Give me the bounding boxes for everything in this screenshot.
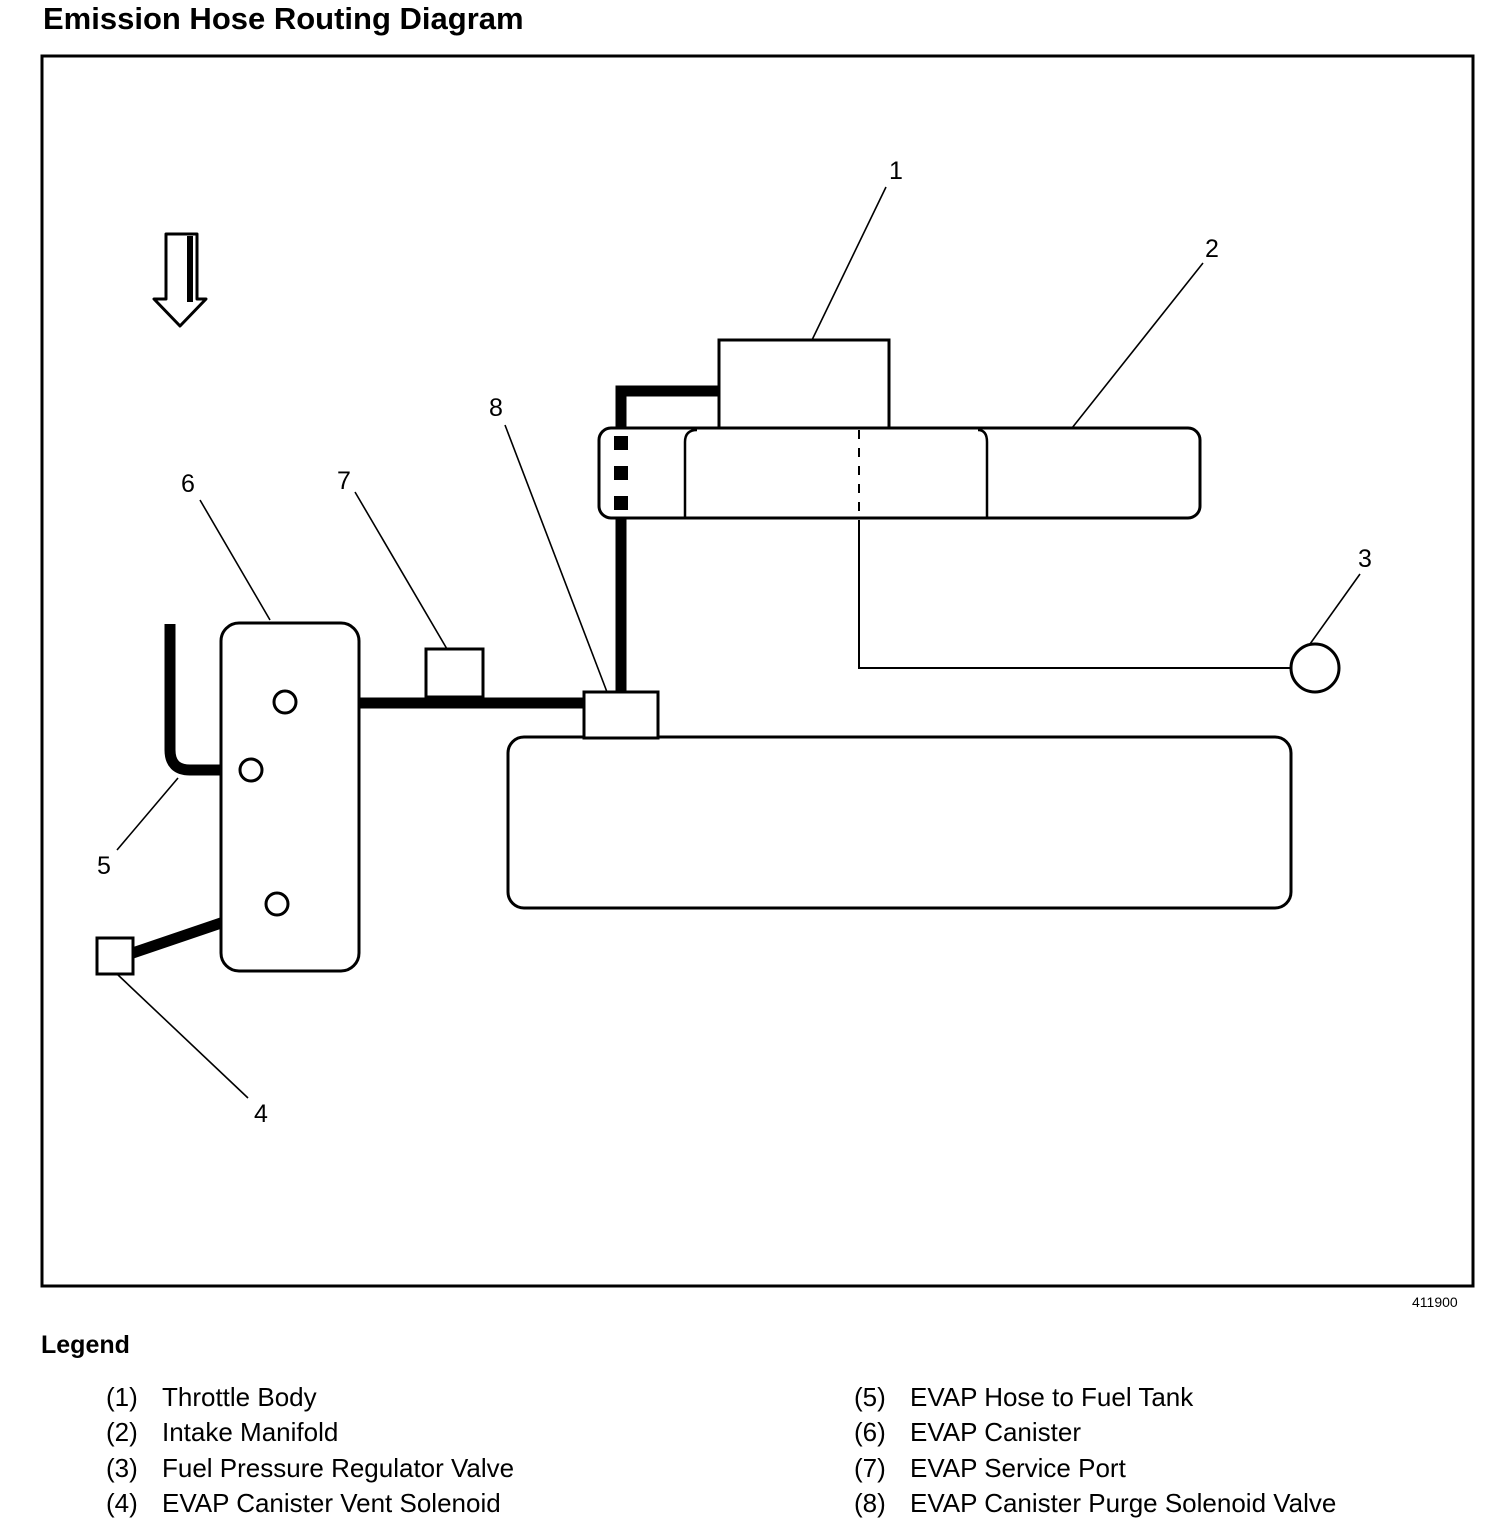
- hose-hidden-dash: [614, 436, 628, 450]
- leader-line-4: [116, 973, 249, 1099]
- callout-5: 5: [97, 852, 111, 880]
- fuel-pressure-regulator-valve: [1289, 642, 1341, 694]
- intake-manifold-divider-right: [977, 428, 989, 518]
- legend-item-number: (1): [106, 1382, 138, 1412]
- hose-hidden-dash: [614, 466, 628, 480]
- hose-fuel-tank-line: [164, 624, 251, 776]
- hose-routing-diagram: 1 2 3 4 5 6 7 8: [40, 54, 1475, 1288]
- hose-throttle-to-purge: [615, 385, 719, 693]
- legend-item-number: (7): [854, 1452, 886, 1483]
- legend-item: (2) Intake Manifold: [106, 1417, 514, 1452]
- evap-canister-vent-solenoid: [95, 936, 135, 976]
- legend-item-number: (3): [106, 1452, 138, 1483]
- callout-1: 1: [889, 157, 903, 185]
- evap-canister-tank-port: [238, 757, 264, 783]
- diagram-frame: [40, 54, 1475, 1288]
- legend-title: Legend: [41, 1331, 130, 1359]
- evap-canister-purge-solenoid-valve: [582, 690, 660, 740]
- callout-7: 7: [337, 467, 351, 495]
- legend-item: (6) EVAP Canister: [854, 1417, 1336, 1452]
- legend-item: (8) EVAP Canister Purge Solenoid Valve: [854, 1488, 1336, 1523]
- leader-line-6: [199, 499, 271, 621]
- callout-8: 8: [489, 394, 503, 422]
- legend-item-label: EVAP Hose to Fuel Tank: [910, 1382, 1194, 1412]
- leader-line-8: [504, 424, 608, 693]
- legend-item-number: (2): [106, 1417, 138, 1448]
- evap-canister-purge-port: [272, 689, 298, 715]
- leader-line-1: [811, 186, 887, 341]
- legend-item: (5) EVAP Hose to Fuel Tank: [854, 1382, 1336, 1417]
- leader-line-2: [1071, 262, 1204, 429]
- figure-id: 411900: [1412, 1294, 1458, 1310]
- legend-item: (3) Fuel Pressure Regulator Valve: [106, 1453, 514, 1488]
- leader-line-3: [1309, 573, 1361, 645]
- legend-item-label: EVAP Service Port: [910, 1452, 1126, 1483]
- vacuum-line-regulator: [858, 520, 1291, 669]
- callout-3: 3: [1358, 545, 1372, 573]
- legend-item-number: (5): [854, 1382, 886, 1412]
- hose-hidden-dash: [614, 496, 628, 510]
- fuel-tank: [506, 735, 1293, 910]
- legend-column-left: (1) Throttle Body (2) Intake Manifold (3) F…: [106, 1382, 514, 1523]
- legend-item-label: EVAP Canister Vent Solenoid: [162, 1487, 501, 1518]
- legend-item-number: (4): [106, 1487, 138, 1518]
- legend-item-label: Intake Manifold: [162, 1417, 339, 1448]
- throttle-body: [717, 338, 891, 430]
- evap-canister: [219, 621, 361, 973]
- legend-item-label: EVAP Canister Purge Solenoid Valve: [910, 1487, 1337, 1518]
- evap-canister-vent-port: [264, 891, 290, 917]
- legend-item: (7) EVAP Service Port: [854, 1453, 1336, 1488]
- legend-item-label: Throttle Body: [162, 1382, 317, 1412]
- leader-line-5: [116, 777, 179, 851]
- legend-item: (1) Throttle Body: [106, 1382, 514, 1417]
- legend-column-right: (5) EVAP Hose to Fuel Tank (6) EVAP Canist…: [854, 1382, 1336, 1523]
- callout-6: 6: [181, 470, 195, 498]
- legend-item-label: Fuel Pressure Regulator Valve: [162, 1452, 515, 1483]
- legend-item-number: (6): [854, 1417, 886, 1448]
- callout-4: 4: [254, 1100, 268, 1128]
- legend-item-label: EVAP Canister: [910, 1417, 1082, 1448]
- front-direction-arrow-icon: [152, 232, 208, 328]
- legend-item: (4) EVAP Canister Vent Solenoid: [106, 1488, 514, 1523]
- intake-manifold-divider-left: [683, 428, 698, 518]
- leader-line-7: [354, 491, 448, 650]
- page-title: Emission Hose Routing Diagram: [43, 1, 524, 36]
- intake-manifold: [597, 426, 1202, 520]
- callout-2: 2: [1205, 235, 1219, 263]
- legend-item-number: (8): [854, 1487, 886, 1518]
- evap-service-port: [424, 647, 485, 699]
